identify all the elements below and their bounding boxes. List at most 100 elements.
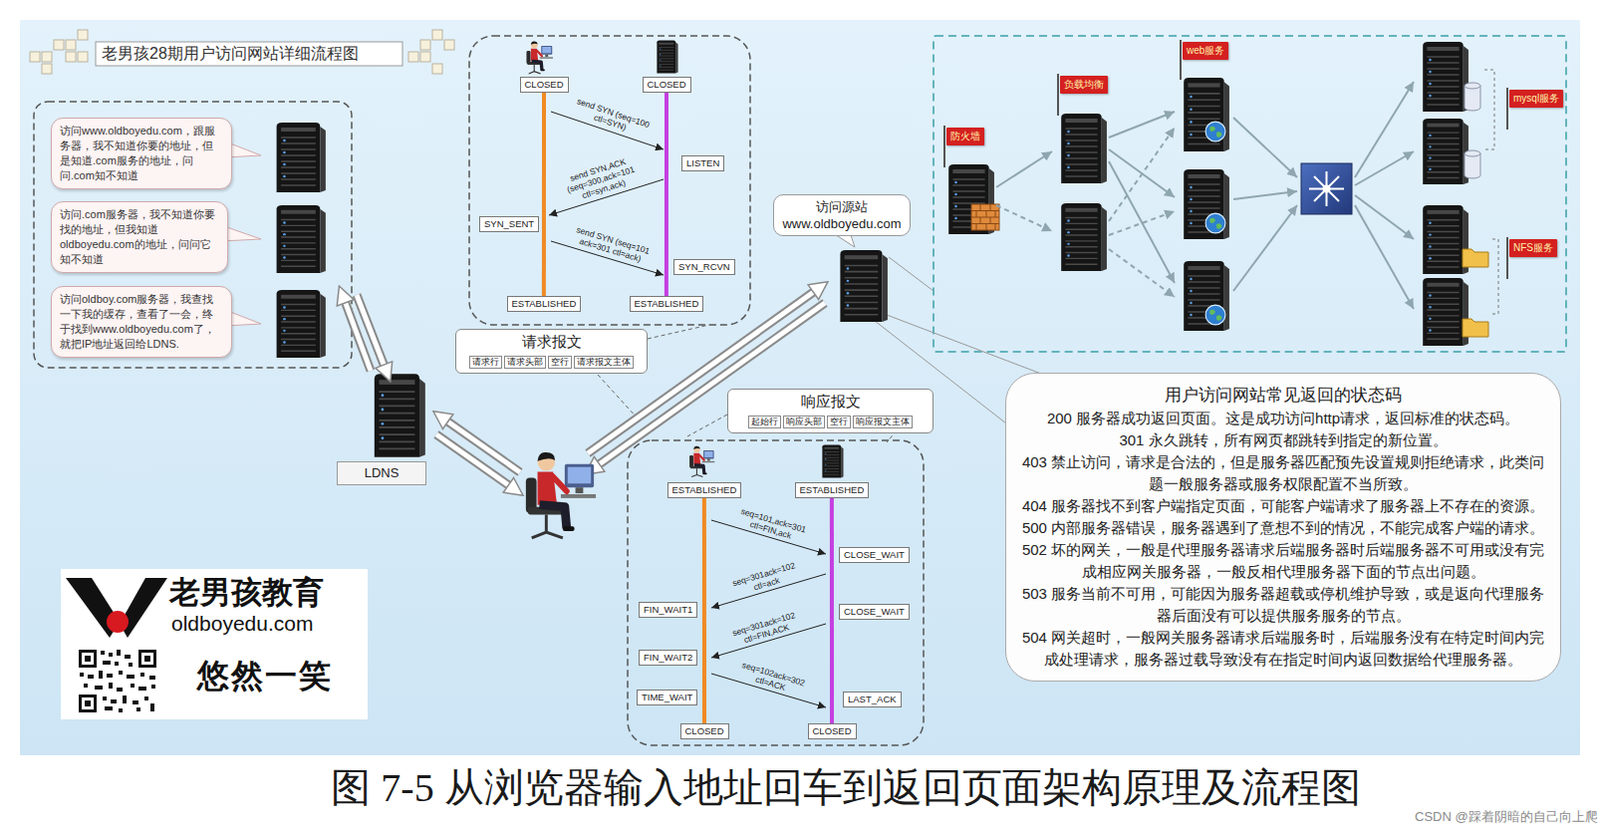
label-holder: CSDN @踩着阴暗的自己向上爬 bbox=[1414, 808, 1599, 825]
lifeline bbox=[664, 92, 669, 296]
node-text: 用户访问网站常见返回的状态码 bbox=[1020, 381, 1547, 408]
node-text: FIN_WAIT1 bbox=[643, 603, 693, 616]
title-holder: 老男孩28期用户访问网站详细流程图 bbox=[101, 43, 359, 64]
role-flag: 负载均衡 bbox=[1060, 75, 1108, 94]
label-holder: send SYN,ACK (seq=300,ack=101 ctl=syn,ac… bbox=[554, 152, 648, 208]
tcp-state: ESTABLISHED bbox=[667, 482, 743, 499]
background-panel bbox=[19, 19, 1581, 756]
node-text: LDNS bbox=[337, 462, 426, 485]
label-holder: seq=301ack=102 ctl=FIN,ACK bbox=[724, 607, 806, 650]
node-text: ESTABLISHED bbox=[672, 484, 738, 497]
caption-holder: 图 7-5 从浏览器输入地址回车到返回页面架构原理及流程图 bbox=[91, 765, 1600, 811]
node-text: 访问www.oldboyedu.com，跟服务器，我不知道你要的地址，但是知道.… bbox=[59, 123, 224, 184]
tcp-state: ESTABLISHED bbox=[629, 295, 705, 312]
message-field: 响应头部 bbox=[783, 415, 825, 429]
architecture-arrow bbox=[996, 81, 1414, 309]
tcp-state: FIN_WAIT2 bbox=[638, 649, 698, 666]
dns-bubble: 访问oldboy.com服务器，我查找一下我的缓存，查看了一会，终于找到www.… bbox=[50, 285, 233, 358]
message-label: send SYN (seq=101 ack=301 ctl=ack) bbox=[565, 222, 656, 267]
node-text: 404 服务器找不到客户端指定页面，可能客户端请求了服务器上不存在的资源。 bbox=[1020, 495, 1547, 518]
tcp-state: ESTABLISHED bbox=[507, 295, 582, 312]
dns-bubble: 访问.com服务器，我不知道你要找的地址，但我知道oldboyedu.com的地… bbox=[50, 201, 229, 273]
watermark: CSDN @踩着阴暗的自己向上爬 bbox=[1414, 808, 1599, 825]
tcp-state: LAST_ACK bbox=[842, 691, 902, 708]
message-field: 响应报文主体 bbox=[852, 415, 913, 429]
node-text: 访问源站 www.oldboyedu.com bbox=[780, 198, 904, 233]
node-text: 301 永久跳转，所有网页都跳转到指定的新位置。 bbox=[1020, 429, 1547, 452]
node-text: ESTABLISHED bbox=[512, 297, 577, 310]
lifeline bbox=[541, 92, 546, 296]
logo-text: 老男孩教育 bbox=[169, 575, 324, 610]
tcp-state: SYN_SENT bbox=[479, 216, 539, 233]
node-text: 请求报文 bbox=[459, 331, 644, 351]
dns-bubble: 访问www.oldboyedu.com，跟服务器，我不知道你要的地址，但是知道.… bbox=[50, 117, 233, 190]
node-text: LAST_ACK bbox=[847, 693, 897, 706]
node-text: mysql服务 bbox=[1513, 91, 1560, 106]
node-text: 访问oldboy.com服务器，我查找一下我的缓存，查看了一会，终于找到www.… bbox=[59, 291, 224, 352]
message-field: 请求头部 bbox=[504, 355, 546, 369]
message-box: 响应报文起始行响应头部空行响应报文主体 bbox=[727, 388, 934, 434]
logo-panel bbox=[60, 568, 368, 720]
qr-code bbox=[76, 647, 159, 715]
role-flag: 防火墙 bbox=[946, 127, 985, 146]
node-text: 响应头部 bbox=[786, 416, 822, 428]
label-holder: 悠然一笑 bbox=[197, 657, 333, 694]
lifeline bbox=[829, 498, 834, 724]
tcp-state: LISTEN bbox=[681, 155, 725, 172]
node-text: 请求报文主体 bbox=[576, 356, 631, 368]
signature: 悠然一笑 bbox=[197, 657, 333, 694]
node-text: FIN_WAIT2 bbox=[643, 651, 693, 664]
tcp-state: ESTABLISHED bbox=[795, 482, 870, 499]
ldns-label: LDNS bbox=[336, 461, 427, 486]
tcp-state: SYN_RCVN bbox=[673, 259, 736, 275]
tcp-state: CLOSE_WAIT bbox=[838, 546, 910, 563]
tcp-state: CLOSE_WAIT bbox=[838, 603, 910, 620]
message-box: 请求报文请求行请求头部空行请求报文主体 bbox=[455, 328, 648, 374]
message-field: 起始行 bbox=[748, 415, 782, 429]
message-label: seq=102ack=302 ctl=ACK bbox=[731, 656, 813, 699]
node-text: web服务 bbox=[1186, 43, 1225, 58]
message-label: seq=301ack=102 ctl=ack bbox=[724, 557, 806, 600]
node-text: 空行 bbox=[550, 356, 569, 368]
node-text: TIME_WAIT bbox=[641, 691, 693, 704]
architecture-region bbox=[933, 35, 1567, 352]
node-text: CLOSE_WAIT bbox=[843, 605, 905, 618]
node-text: 502 坏的网关，一般是代理服务器请求后端服务器时后端服务器不可用或没有完成相应… bbox=[1020, 538, 1547, 583]
node-text: 起始行 bbox=[751, 416, 779, 428]
node-text: 500 内部服务器错误，服务器遇到了意想不到的情况，不能完成客户端的请求。 bbox=[1020, 517, 1547, 539]
node-text: 负载均衡 bbox=[1064, 77, 1104, 92]
globe-icon bbox=[1205, 121, 1226, 325]
origin-callout: 访问源站 www.oldboyedu.com bbox=[773, 194, 911, 237]
figure-caption: 图 7-5 从浏览器输入地址回车到返回页面架构原理及流程图 bbox=[91, 765, 1600, 811]
label-holder: oldboyedu.com bbox=[171, 611, 313, 636]
message-label: send SYN,ACK (seq=300,ack=101 ctl=syn,ac… bbox=[554, 152, 648, 208]
message-field: 空行 bbox=[547, 355, 572, 369]
node-text: 请求头部 bbox=[507, 356, 543, 368]
node-text: CLOSE_WAIT bbox=[843, 548, 905, 561]
message-field: 空行 bbox=[826, 415, 851, 429]
node-text: 响应报文 bbox=[731, 391, 930, 411]
tcp-state: CLOSED bbox=[680, 723, 730, 740]
node-text: 请求行 bbox=[472, 356, 500, 368]
message-field: 请求报文主体 bbox=[573, 355, 634, 369]
user-icon bbox=[526, 40, 715, 537]
node-text: CLOSED bbox=[647, 78, 687, 91]
node-text: 504 网关超时，一般网关服务器请求后端服务时，后端服务没有在特定时间内完成处理… bbox=[1020, 626, 1547, 671]
node-text: 防火墙 bbox=[950, 129, 981, 144]
label-holder: seq=101,ack=301 ctl=FIN,ack bbox=[731, 504, 813, 546]
title-decoration bbox=[29, 29, 455, 74]
label-holder: send SYN (seq=101 ack=301 ctl=ack) bbox=[565, 222, 656, 267]
lifeline bbox=[702, 498, 707, 724]
node-text: 503 服务当前不可用，可能因为服务器超载或停机维护导致，或是返向代理服务器后面… bbox=[1020, 582, 1547, 627]
firewall-wall bbox=[971, 204, 1000, 231]
replication-bracket bbox=[1484, 69, 1499, 314]
message-field: 请求行 bbox=[469, 355, 503, 369]
message-label: send SYN (seq=100 ctl=SYN) bbox=[566, 93, 657, 141]
node-text: 访问.com服务器，我不知道你要找的地址，但我知道oldboyedu.com的地… bbox=[59, 207, 220, 267]
node-text: CLOSED bbox=[685, 725, 725, 738]
folder-icon bbox=[1462, 249, 1489, 337]
role-flag: web服务 bbox=[1182, 41, 1229, 60]
switch-icon bbox=[1301, 163, 1352, 215]
node-text: LISTEN bbox=[686, 157, 720, 170]
